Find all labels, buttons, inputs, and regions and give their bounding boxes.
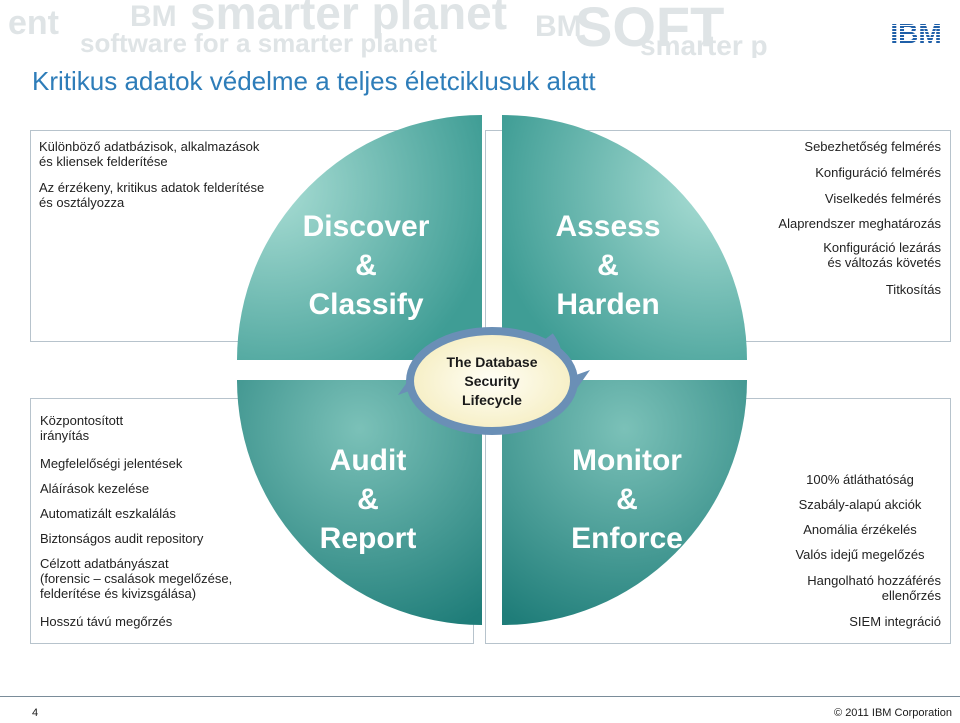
quadrant-label-monitor: Monitor & Enforce bbox=[571, 444, 683, 555]
list-item: Aláírások kezelése bbox=[40, 481, 150, 496]
quadrant-label-discover: Discover & Classify bbox=[302, 210, 430, 321]
list-item: Anomália érzékelés bbox=[803, 522, 917, 537]
quadrant-discover bbox=[237, 115, 482, 360]
list-item: Titkosítás bbox=[885, 282, 941, 297]
banner-word: ent bbox=[8, 4, 59, 42]
quadrant-monitor bbox=[502, 380, 747, 625]
header-banner: smarter planet software for a smarter pl… bbox=[0, 0, 960, 58]
center-ellipse bbox=[406, 327, 578, 435]
list-item: Célzott adatbányászat (forensic – csalás… bbox=[40, 556, 233, 601]
list-item: Biztonságos audit repository bbox=[40, 531, 204, 546]
list-item: Konfiguráció lezárás és változás követés bbox=[823, 240, 941, 270]
quadrant-audit bbox=[237, 380, 482, 625]
list-item: Konfiguráció felmérés bbox=[815, 165, 941, 180]
quadrant-assess bbox=[502, 115, 747, 360]
ibm-logo-text: IBM bbox=[890, 20, 941, 46]
page-title: Kritikus adatok védelme a teljes életcik… bbox=[32, 66, 596, 96]
list-item: Hosszú távú megőrzés bbox=[40, 614, 173, 629]
lifecycle-center-label: The Database Security Lifecycle bbox=[446, 354, 538, 408]
list-item: Megfelelőségi jelentések bbox=[40, 456, 183, 471]
list-item: Sebezhetőség felmérés bbox=[804, 139, 941, 154]
banner-word: BM bbox=[130, 0, 177, 33]
footer-divider bbox=[0, 696, 960, 697]
list-item: Hangolható hozzáférés ellenőrzés bbox=[807, 573, 941, 603]
banner-word: smarter p bbox=[640, 30, 768, 58]
banner-word: smarter planet bbox=[190, 0, 508, 39]
quadrant-label-assess: Assess & Harden bbox=[555, 210, 661, 321]
list-item: Automatizált eszkalálás bbox=[40, 506, 176, 521]
quadrant-label-audit: Audit & Report bbox=[319, 444, 417, 555]
list-item: Alaprendszer meghatározás bbox=[778, 216, 941, 231]
list-item: Központosított irányítás bbox=[40, 413, 124, 443]
ibm-logo: IBM bbox=[886, 18, 946, 49]
list-item: 100% átláthatóság bbox=[806, 472, 914, 487]
list-item: Viselkedés felmérés bbox=[824, 191, 941, 206]
list-item: Az érzékeny, kritikus adatok felderítése… bbox=[39, 180, 265, 210]
list-item: Szabály-alapú akciók bbox=[798, 497, 922, 512]
list-item: SIEM integráció bbox=[849, 614, 941, 629]
copyright-text: © 2011 IBM Corporation bbox=[834, 707, 952, 719]
page-number: 4 bbox=[32, 707, 39, 719]
list-item: Valós idejű megelőzés bbox=[795, 547, 925, 562]
banner-word: SOFT bbox=[575, 0, 725, 58]
list-item: Különböző adatbázisok, alkalmazások és k… bbox=[39, 139, 260, 169]
banner-word: software for a smarter planet bbox=[80, 28, 437, 58]
banner-word: BM bbox=[535, 10, 582, 43]
